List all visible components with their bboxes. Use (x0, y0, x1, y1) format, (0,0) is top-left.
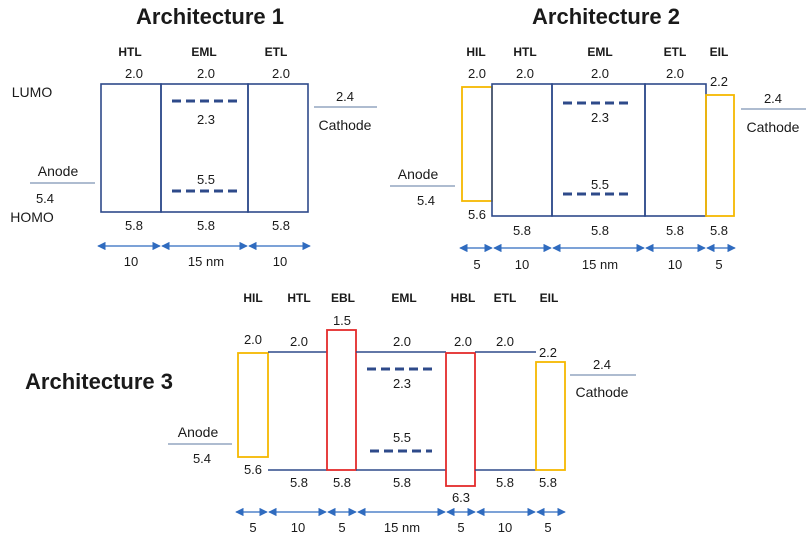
homo-value-hil: 5.6 (244, 462, 262, 477)
eil-layer-box (535, 361, 566, 471)
thickness-eml: 15 nm (384, 520, 420, 535)
layer-name-eil: EIL (540, 291, 559, 305)
anode-label: Anode (38, 163, 79, 179)
homo-value-hbl: 6.3 (452, 490, 470, 505)
eil-layer-box (705, 94, 735, 217)
lumo-value-hbl: 2.0 (454, 334, 472, 349)
architecture-1: Architecture 1 HTL EML ETL 2.0 2.0 2.0 L… (10, 4, 377, 269)
layer-name-eml: EML (587, 45, 612, 59)
lumo-value-htl: 2.0 (125, 66, 143, 81)
lumo-label: LUMO (12, 84, 53, 100)
homo-label: HOMO (10, 209, 54, 225)
homo-value-etl: 5.8 (666, 223, 684, 238)
etl-layer-box (247, 83, 309, 213)
lumo-value-etl: 2.0 (272, 66, 290, 81)
layer-name-etl: ETL (494, 291, 517, 305)
homo-value-htl: 5.8 (513, 223, 531, 238)
layer-name-hil: HIL (466, 45, 485, 59)
anode-label: Anode (178, 424, 219, 440)
homo-value-eml: 5.8 (197, 218, 215, 233)
homo-value-htl: 5.8 (125, 218, 143, 233)
dopant-homo-value: 5.5 (393, 430, 411, 445)
thickness-htl: 10 (124, 254, 138, 269)
lumo-value-ebl: 1.5 (333, 313, 351, 328)
anode-value: 5.4 (417, 193, 435, 208)
lumo-value-etl: 2.0 (496, 334, 514, 349)
lumo-value-eil: 2.2 (539, 345, 557, 360)
lumo-value-htl: 2.0 (290, 334, 308, 349)
lumo-value-etl: 2.0 (666, 66, 684, 81)
cathode-value: 2.4 (593, 357, 611, 372)
htl-layer-box (491, 83, 553, 217)
etl-layer-box (644, 83, 707, 217)
thickness-etl: 10 (273, 254, 287, 269)
architecture-3: Architecture 3 HIL HTL EBL EML HBL ETL E… (25, 291, 636, 535)
thickness-htl: 10 (291, 520, 305, 535)
architecture-2-title: Architecture 2 (532, 4, 680, 29)
architecture-3-title: Architecture 3 (25, 369, 173, 394)
ebl-layer-box (326, 329, 357, 471)
layer-name-htl: HTL (118, 45, 141, 59)
homo-value-eml: 5.8 (393, 475, 411, 490)
anode-label: Anode (398, 166, 439, 182)
homo-value-eil: 5.8 (539, 475, 557, 490)
homo-value-ebl: 5.8 (333, 475, 351, 490)
thickness-htl: 10 (515, 257, 529, 272)
homo-value-hil: 5.6 (468, 207, 486, 222)
htl-layer-box (100, 83, 162, 213)
dopant-homo-value: 5.5 (197, 172, 215, 187)
layer-name-etl: ETL (664, 45, 687, 59)
dopant-lumo-value: 2.3 (591, 110, 609, 125)
layer-name-eml: EML (391, 291, 416, 305)
homo-value-etl: 5.8 (272, 218, 290, 233)
layer-name-eml: EML (191, 45, 216, 59)
layer-name-etl: ETL (265, 45, 288, 59)
thickness-ebl: 5 (338, 520, 345, 535)
layer-name-hbl: HBL (451, 291, 476, 305)
homo-value-eil: 5.8 (710, 223, 728, 238)
homo-value-htl: 5.8 (290, 475, 308, 490)
lumo-value-eil: 2.2 (710, 74, 728, 89)
architecture-1-title: Architecture 1 (136, 4, 284, 29)
dopant-lumo-value: 2.3 (393, 376, 411, 391)
layer-name-htl: HTL (287, 291, 310, 305)
layer-name-ebl: EBL (331, 291, 355, 305)
layer-name-hil: HIL (243, 291, 262, 305)
thickness-hil: 5 (473, 257, 480, 272)
thickness-hil: 5 (249, 520, 256, 535)
homo-value-eml: 5.8 (591, 223, 609, 238)
thickness-eil: 5 (544, 520, 551, 535)
thickness-eil: 5 (715, 257, 722, 272)
thickness-hbl: 5 (457, 520, 464, 535)
lumo-value-hil: 2.0 (468, 66, 486, 81)
cathode-label: Cathode (576, 384, 629, 400)
eml-layer-box (160, 83, 249, 213)
layer-name-eil: EIL (710, 45, 729, 59)
anode-value: 5.4 (36, 191, 54, 206)
lumo-value-hil: 2.0 (244, 332, 262, 347)
architecture-2: Architecture 2 HIL HTL EML ETL EIL 2.0 2… (390, 4, 806, 272)
cathode-label: Cathode (319, 117, 372, 133)
lumo-value-htl: 2.0 (516, 66, 534, 81)
dopant-homo-value: 5.5 (591, 177, 609, 192)
cathode-label: Cathode (747, 119, 800, 135)
hbl-layer-box (445, 352, 476, 487)
thickness-etl: 10 (498, 520, 512, 535)
lumo-value-eml: 2.0 (197, 66, 215, 81)
thickness-etl: 10 (668, 257, 682, 272)
anode-value: 5.4 (193, 451, 211, 466)
hil-layer-box (461, 86, 493, 202)
hil-layer-box (237, 352, 269, 458)
lumo-value-eml: 2.0 (393, 334, 411, 349)
homo-value-etl: 5.8 (496, 475, 514, 490)
lumo-value-eml: 2.0 (591, 66, 609, 81)
layer-name-htl: HTL (513, 45, 536, 59)
cathode-value: 2.4 (336, 89, 354, 104)
dopant-lumo-value: 2.3 (197, 112, 215, 127)
thickness-eml: 15 nm (188, 254, 224, 269)
thickness-eml: 15 nm (582, 257, 618, 272)
cathode-value: 2.4 (764, 91, 782, 106)
